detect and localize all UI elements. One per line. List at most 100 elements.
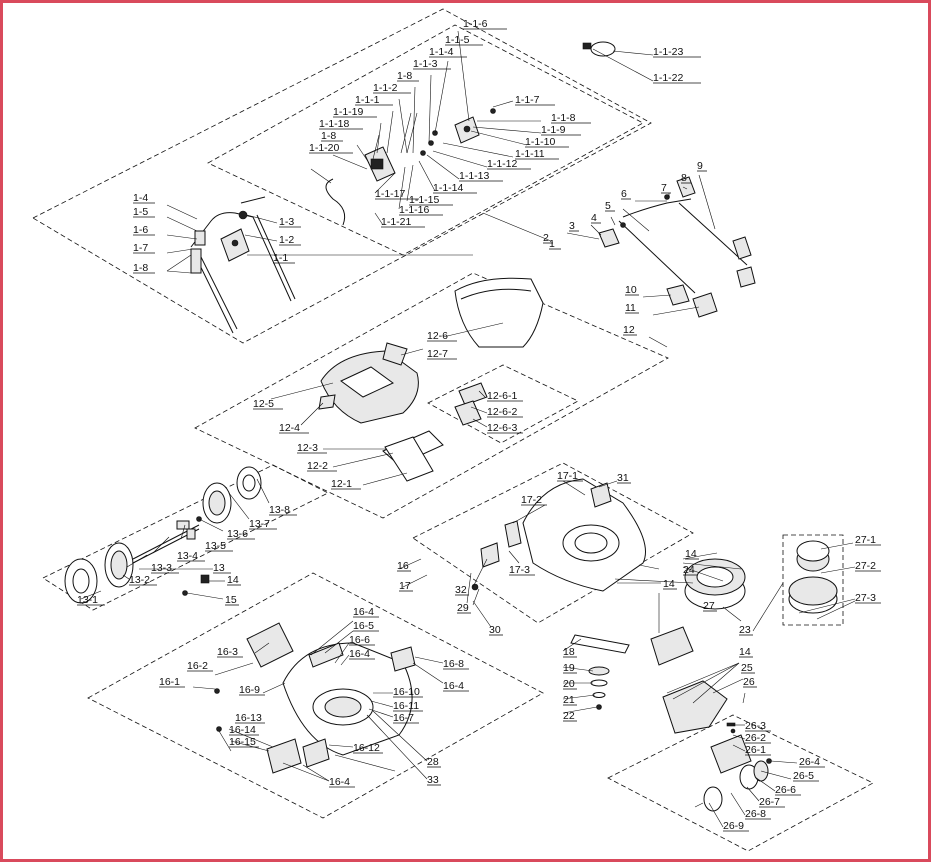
cable-harness xyxy=(325,178,346,226)
part-label: 22 xyxy=(563,710,575,722)
part-label: 1-1-2 xyxy=(373,82,398,94)
control-housing xyxy=(364,108,496,182)
part-label: 8 xyxy=(681,172,687,184)
part-label: 14 xyxy=(663,578,675,590)
part-label: 13-3 xyxy=(151,562,172,574)
part-label: 16-11 xyxy=(393,700,419,712)
part-label: 25 xyxy=(741,662,753,674)
group-outline-17 xyxy=(412,462,694,624)
part-label: 26-2 xyxy=(745,732,766,744)
part-label: 27 xyxy=(703,600,715,612)
part-label: 3 xyxy=(569,220,575,232)
part-label: 16-3 xyxy=(217,646,238,658)
part-label: 26-9 xyxy=(723,820,744,832)
part-label: 19 xyxy=(563,662,575,674)
part-label: 12-3 xyxy=(297,442,318,454)
part-label: 9 xyxy=(697,160,703,172)
part-label: 26-5 xyxy=(793,770,814,782)
part-label: 16-6 xyxy=(349,634,370,646)
part-label: 26-3 xyxy=(745,720,766,732)
part-label: 1-1-12 xyxy=(487,158,518,170)
part-label: 1-2 xyxy=(279,234,294,246)
part-label: 26-7 xyxy=(759,796,780,808)
part-label: 13-1 xyxy=(77,594,98,606)
part-label: 5 xyxy=(605,200,611,212)
part-label: 1-1-11 xyxy=(515,148,545,160)
part-label: 13-5 xyxy=(205,540,226,552)
part-label: 33 xyxy=(427,774,439,786)
part-label: 12-6 xyxy=(427,330,448,342)
part-label: 1-1-19 xyxy=(333,106,364,118)
part-label: 14 xyxy=(685,548,697,560)
part-label: 12-4 xyxy=(279,422,300,434)
part-label: 2 xyxy=(543,232,549,244)
rear-wheel-right xyxy=(202,466,262,524)
part-label: 1-8 xyxy=(133,262,148,274)
part-label: 1-1-10 xyxy=(525,136,556,148)
group-outline-26 xyxy=(607,714,874,852)
part-label: 10 xyxy=(625,284,637,296)
part-label: 4 xyxy=(591,212,597,224)
drive-unit xyxy=(694,722,772,812)
part-label: 21 xyxy=(563,694,575,706)
part-label: 1-6 xyxy=(133,224,148,236)
part-label: 16-4 xyxy=(353,606,374,618)
part-label: 16-4 xyxy=(443,680,464,692)
diagram-canvas: 1-1-231-1-221-1-61-1-51-1-41-1-31-81-1-2… xyxy=(32,8,881,852)
part-label: 32 xyxy=(455,584,467,596)
part-label: 16-5 xyxy=(353,620,374,632)
group-outline-16 xyxy=(87,572,544,819)
part-label: 16-15 xyxy=(229,736,256,748)
part-label: 17-2 xyxy=(521,494,542,506)
part-label: 1-1-9 xyxy=(541,124,566,136)
part-label: 1-1-21 xyxy=(381,216,412,228)
mower-deck xyxy=(214,622,416,774)
part-label: 12-1 xyxy=(331,478,352,490)
part-label: 16-1 xyxy=(159,676,180,688)
part-label: 27-2 xyxy=(855,560,876,572)
part-label: 16-13 xyxy=(235,712,262,724)
part-label: 31 xyxy=(617,472,629,484)
part-label: 16-8 xyxy=(443,658,464,670)
part-label: 1-1-8 xyxy=(551,112,576,124)
part-label: 13-7 xyxy=(249,518,270,530)
part-label: 1-1-15 xyxy=(409,194,440,206)
part-label: 1-1-18 xyxy=(319,118,350,130)
part-label: 1-8 xyxy=(321,130,336,142)
part-label: 26 xyxy=(743,676,755,688)
group-outline-27 xyxy=(782,534,844,626)
rear-axle xyxy=(132,516,210,596)
part-label: 26-6 xyxy=(775,784,796,796)
part-label: 1-1-20 xyxy=(309,142,340,154)
part-label: 1-1-13 xyxy=(459,170,490,182)
part-label: 1-1-17 xyxy=(375,188,406,200)
part-label: 24 xyxy=(683,564,695,576)
part-label: 12-5 xyxy=(253,398,274,410)
motor-cover-parts xyxy=(788,540,838,614)
part-label: 16-12 xyxy=(353,742,380,754)
lower-handle xyxy=(598,176,756,318)
part-label: 13-6 xyxy=(227,528,248,540)
part-label: 12-2 xyxy=(307,460,328,472)
part-label: 1-1-14 xyxy=(433,182,464,194)
blade-stack xyxy=(570,634,630,710)
part-label: 6 xyxy=(621,188,627,200)
part-label: 13-4 xyxy=(177,550,198,562)
part-label: 1-1-5 xyxy=(445,34,470,46)
part-label: 16-10 xyxy=(393,686,420,698)
part-label: 12-6-1 xyxy=(487,390,518,402)
group-outline-12-6 xyxy=(427,364,579,444)
part-label: 27-3 xyxy=(855,592,876,604)
part-label: 15 xyxy=(225,594,237,606)
part-label: 28 xyxy=(427,756,439,768)
part-label: 29 xyxy=(457,602,469,614)
part-label: 16-7 xyxy=(393,712,414,724)
part-label: 1-3 xyxy=(279,216,294,228)
part-label: 17-3 xyxy=(509,564,530,576)
part-label: 12-7 xyxy=(427,348,448,360)
part-label: 13 xyxy=(213,562,225,574)
part-label: 1-7 xyxy=(133,242,148,254)
group-outline-12 xyxy=(194,272,669,519)
part-label: 12-6-2 xyxy=(487,406,518,418)
